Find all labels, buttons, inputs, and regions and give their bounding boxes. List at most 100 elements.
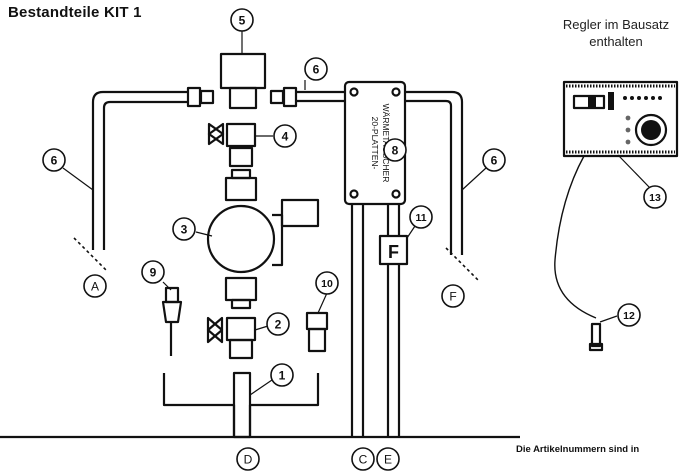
pump-housing — [206, 204, 276, 274]
pump-motor-link — [272, 213, 284, 267]
callout-circle-8 — [383, 138, 407, 162]
callout-circle-d — [236, 447, 260, 471]
safety-valve-body — [161, 300, 183, 324]
leader-11 — [406, 225, 416, 239]
vent-top — [305, 311, 329, 331]
controller-switch — [572, 94, 606, 110]
safety-valve-cap — [164, 286, 180, 304]
callout-circle-4 — [273, 124, 297, 148]
callout-5: 5 — [239, 14, 246, 28]
valve-5-body — [228, 86, 258, 110]
connection-e: E — [384, 453, 392, 467]
pipe-right-cut — [445, 247, 479, 281]
leader-6-right — [461, 167, 487, 191]
callout-13: 13 — [649, 192, 661, 204]
callout-2: 2 — [275, 318, 282, 332]
pump-top-nut — [230, 168, 252, 180]
callout-8: 8 — [392, 144, 399, 158]
callout-circle-6-top — [304, 57, 328, 81]
led-2 — [630, 96, 634, 100]
callout-12: 12 — [623, 310, 635, 322]
callout-circle-5 — [230, 8, 254, 32]
connection-c: C — [359, 453, 368, 467]
callout-3: 3 — [181, 223, 188, 237]
led-6 — [658, 96, 662, 100]
valve-2-body — [225, 316, 257, 342]
switch-toggle — [588, 97, 596, 107]
article-number-note: Die Artikelnummern sind in — [516, 444, 640, 455]
callout-circle-10 — [315, 271, 339, 295]
callout-circle-9 — [141, 260, 165, 284]
callout-9: 9 — [150, 266, 157, 280]
led-1 — [623, 96, 627, 100]
callout-circle-e — [376, 447, 400, 471]
callout-6-right: 6 — [491, 154, 498, 168]
callout-circle-6-left — [42, 148, 66, 172]
valve-4-base — [228, 146, 254, 168]
controller-slot — [608, 92, 614, 110]
leader-6-left — [62, 167, 94, 191]
controller-knob — [634, 113, 668, 147]
callout-circle-2 — [266, 312, 290, 336]
pump-bottom-nut — [230, 298, 252, 310]
callout-circles — [42, 8, 667, 471]
callout-circle-3 — [172, 217, 196, 241]
vent-body — [307, 327, 327, 353]
valve-2-handle-b — [206, 316, 224, 344]
hx-port-3 — [349, 189, 359, 199]
leader-10 — [317, 292, 328, 314]
pump-bottom-fitting — [224, 276, 258, 302]
callout-1: 1 — [279, 369, 286, 383]
fitting-left-2 — [199, 89, 215, 105]
led-3 — [637, 96, 641, 100]
callout-circle-11 — [409, 205, 433, 229]
callout-11: 11 — [415, 212, 426, 224]
callout-circle-12 — [617, 303, 641, 327]
manifold-left — [162, 373, 236, 437]
valve-5-head — [219, 52, 267, 90]
controller-note-line2: enthalten — [589, 34, 643, 49]
valve-2-handle — [206, 316, 224, 344]
sensor-cable — [554, 155, 597, 319]
callout-6-left: 6 — [51, 154, 58, 168]
hx-port-1 — [349, 87, 359, 97]
pump-motor — [280, 198, 320, 228]
callout-circle-f — [441, 284, 465, 308]
connection-a: A — [91, 280, 99, 294]
indicator-1 — [625, 115, 631, 121]
callout-circle-a — [83, 274, 107, 298]
connection-f: F — [449, 290, 456, 304]
callout-4: 4 — [282, 130, 289, 144]
callout-circle-c — [351, 447, 375, 471]
leader-lines — [62, 31, 651, 396]
flow-meter — [378, 234, 409, 266]
led-4 — [644, 96, 648, 100]
knob-center — [641, 120, 661, 140]
valve-4-body — [225, 122, 257, 148]
hx-port-4 — [391, 189, 401, 199]
flow-meter-letter: F — [388, 242, 399, 262]
valve-2-base — [228, 338, 254, 360]
callout-10: 10 — [321, 278, 333, 290]
leader-3 — [195, 231, 213, 237]
callout-circle-1 — [270, 363, 294, 387]
callout-circle-6-right — [482, 148, 506, 172]
fitting-right-1 — [269, 89, 285, 105]
manifold-center — [232, 371, 252, 439]
leader-2 — [254, 325, 269, 331]
pipe-right-inner — [405, 99, 453, 255]
leader-1 — [249, 379, 273, 396]
callout-numbers: 1 2 3 4 5 6 6 6 8 9 10 11 12 13 — [51, 14, 661, 383]
indicator-3 — [625, 139, 631, 145]
controller-details — [588, 92, 662, 145]
leader-12 — [599, 315, 618, 323]
diagram-title: Bestandteile KIT 1 — [8, 4, 142, 21]
sensor-probe — [590, 322, 602, 348]
fitting-left-1 — [186, 86, 202, 108]
pump-top-fitting — [224, 176, 258, 202]
pipe-right — [405, 90, 464, 255]
callout-6-top: 6 — [313, 63, 320, 77]
connection-letters: A C D E F — [91, 280, 457, 467]
heat-exchanger — [343, 80, 407, 206]
